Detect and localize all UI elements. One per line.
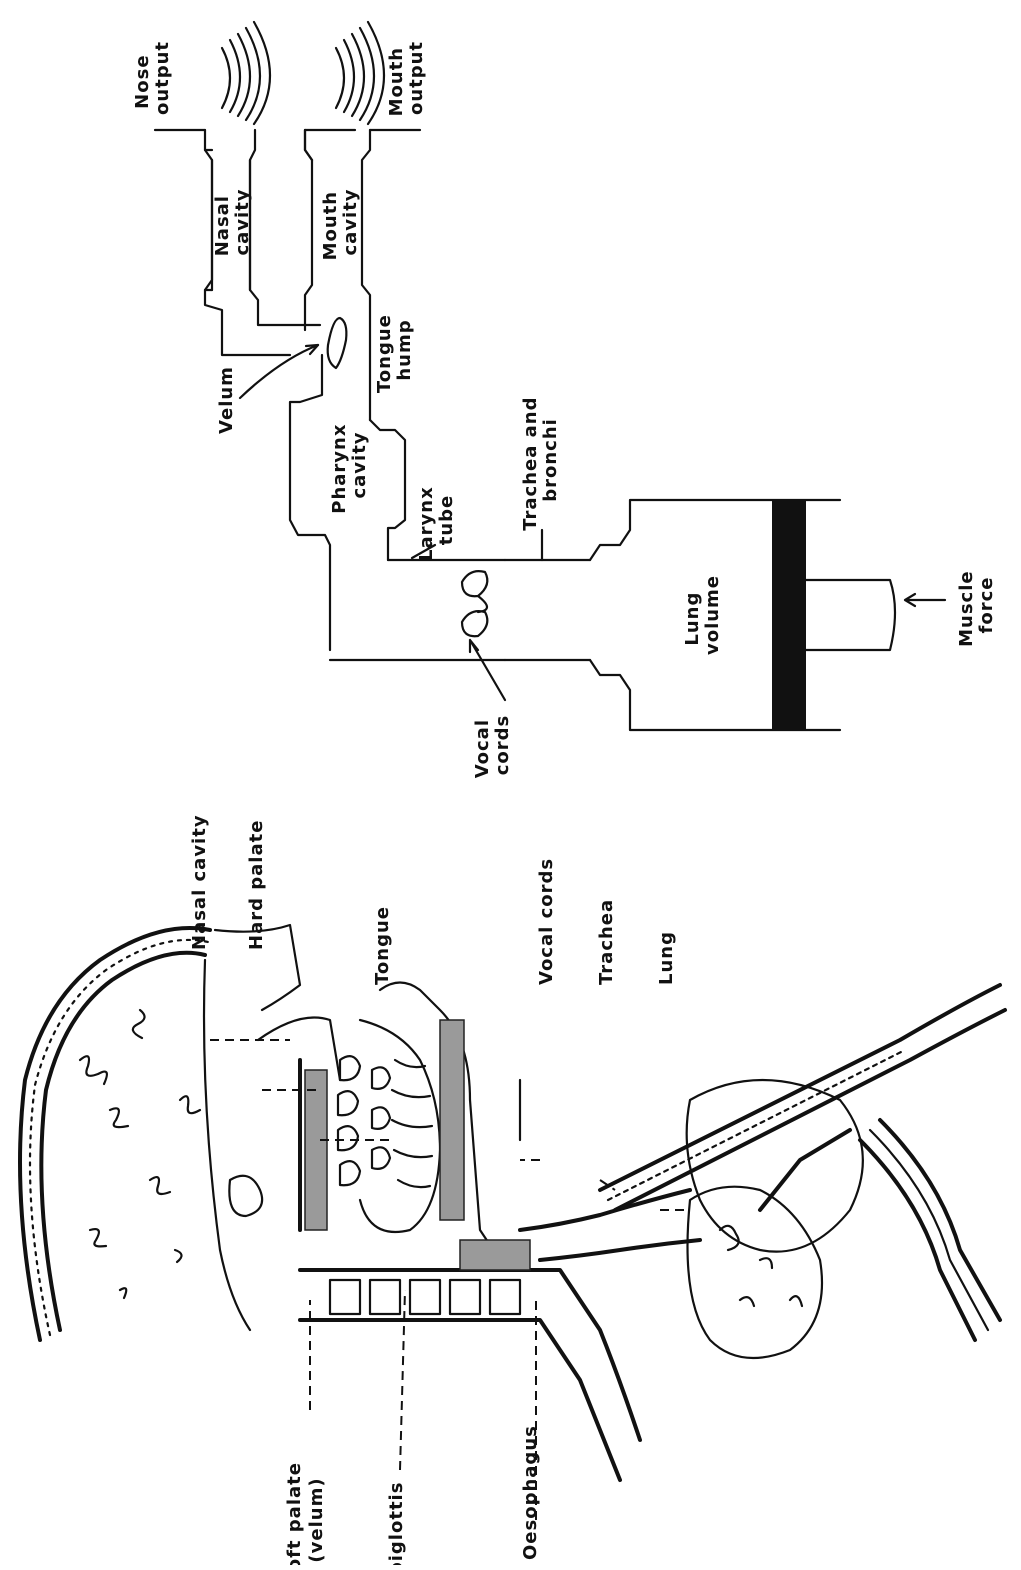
nasal-cavity-label-2: cavity <box>232 188 253 255</box>
septum-top <box>250 130 312 215</box>
svg-text:Mouth cavity: Mouth cavity <box>320 184 361 261</box>
pharynx-cavity-label: Pharynx <box>329 424 350 514</box>
svg-text:Tongue hump: Tongue hump <box>374 307 415 393</box>
larynx-tube-walls <box>330 560 505 660</box>
tube-model: Nose output Mouth output Nasal cavity Mo… <box>132 22 997 778</box>
nose-sound-waves <box>222 22 270 124</box>
tongue-hump-label-2: hump <box>394 319 415 380</box>
vocal-cord-lower <box>462 611 487 636</box>
vocal-cords-anatomy-label: Vocal cords <box>536 858 557 985</box>
vertebrae <box>330 1280 520 1314</box>
oesophagus-label: Oesophagus <box>520 1425 541 1560</box>
skull-bone-texture <box>30 940 208 1335</box>
hard-palate-label: Hard palate <box>246 820 267 950</box>
soft-palate-label-2: (velum) <box>306 1477 327 1562</box>
svg-text:Soft palate (velum): Soft palate (velum) <box>284 1455 327 1565</box>
sinus <box>229 1176 262 1216</box>
velum-arrow <box>240 345 318 398</box>
chest-wall-inner <box>615 1010 1005 1210</box>
svg-text:Vocal cords: Vocal cords <box>472 712 513 779</box>
velum-label: Velum <box>216 366 237 434</box>
svg-text:Lung volume: Lung volume <box>682 575 723 655</box>
epiglottis-pointer <box>400 1290 405 1470</box>
epiglottis-label: Epiglottis <box>386 1482 407 1565</box>
pharynx-wall-left <box>290 355 330 650</box>
mouth-cavity-wall-left <box>305 130 312 330</box>
muscle-force-arrow <box>905 594 945 606</box>
mouth-cavity-label-2: cavity <box>340 188 361 255</box>
larynx-cartilage <box>460 1240 530 1270</box>
palate-shading <box>305 1070 327 1230</box>
jaw-bone <box>440 1020 464 1220</box>
larynx-tube-label: Larynx <box>416 486 437 561</box>
vocal-cords-model-label: Vocal <box>472 719 493 778</box>
vocal-cords-pointer <box>470 640 505 700</box>
rib-curve-1 <box>880 1120 1000 1320</box>
mouth-output-label-2: output <box>406 41 427 115</box>
trachea-walls <box>505 560 590 660</box>
muscle-force-label: Muscle <box>956 570 977 647</box>
svg-text:Trachea and bronchi: Trachea and bronchi <box>520 389 561 531</box>
svg-text:Nose output: Nose output <box>132 41 173 115</box>
vocal-cords-model-label-2: cords <box>492 715 513 776</box>
trachea-bronchi-label-2: bronchi <box>540 418 561 502</box>
teeth <box>338 1056 390 1185</box>
muscle-force-label-2: force <box>976 577 997 634</box>
lung-volume-label: Lung <box>682 592 703 646</box>
lung-upper <box>687 1080 863 1252</box>
spine-back <box>300 1320 620 1480</box>
nasal-cavity-label: Nasal <box>212 195 233 256</box>
pharynx-cavity-label-2: cavity <box>349 431 370 498</box>
svg-text:Pharynx cavity: Pharynx cavity <box>329 416 370 513</box>
piston <box>772 500 806 730</box>
mouth-cavity-wall-right <box>362 130 370 420</box>
brain-folds <box>80 1010 200 1298</box>
larynx-tube-label-2: tube <box>436 495 457 546</box>
tongue-label: Tongue <box>372 906 393 985</box>
vocal-cord-upper <box>462 571 487 596</box>
mouth-cavity-label: Mouth <box>320 191 341 261</box>
glottis <box>478 596 487 612</box>
tongue-hump-label: Tongue <box>374 314 395 393</box>
mouth-sound-waves <box>336 22 384 124</box>
pharynx-wall-right <box>370 420 405 560</box>
tongue-striations <box>392 1060 432 1187</box>
piston-rod <box>806 580 895 650</box>
mouth-output-label: Mouth <box>386 47 407 117</box>
svg-text:Mouth output: Mouth output <box>386 40 427 117</box>
rib-curve-3 <box>870 1130 988 1330</box>
trachea-bronchi-label: Trachea and <box>520 397 541 531</box>
lung-volume-label-2: volume <box>702 575 723 655</box>
spine-front <box>300 1270 640 1440</box>
nose-output-label: Nose <box>132 54 153 108</box>
svg-text:Larynx tube: Larynx tube <box>416 479 457 561</box>
anatomy-illustration: Nasal cavity Hard palate Tongue Vocal co… <box>20 814 1005 1565</box>
svg-text:Muscle force: Muscle force <box>956 563 997 647</box>
skull-inner <box>41 953 205 1330</box>
velum-flap <box>328 318 347 368</box>
lung-label: Lung <box>656 931 677 985</box>
nasal-cavity-anatomy-label: Nasal cavity <box>189 814 210 950</box>
svg-text:Nasal cavity: Nasal cavity <box>212 188 253 257</box>
trachea-label: Trachea <box>596 899 617 985</box>
brain-base <box>204 960 250 1330</box>
nasal-cavity-wall-inner <box>250 215 320 325</box>
soft-palate-label: Soft palate <box>284 1462 305 1565</box>
nose-output-label-2: output <box>152 41 173 115</box>
trachea-back <box>540 1240 700 1260</box>
